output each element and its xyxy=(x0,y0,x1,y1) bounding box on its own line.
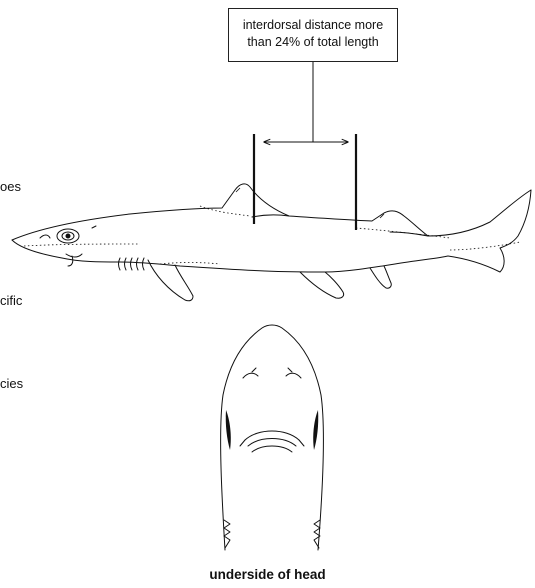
shark-lateral-drawing xyxy=(12,184,531,301)
underside-of-head-caption: underside of head xyxy=(0,567,535,582)
shark-head-ventral-drawing xyxy=(221,325,324,550)
